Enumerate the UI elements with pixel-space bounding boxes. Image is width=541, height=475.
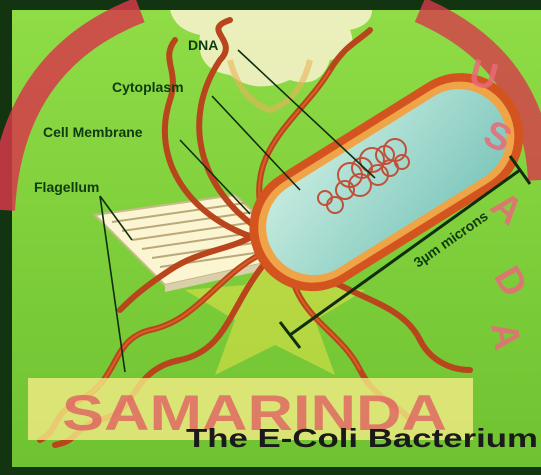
label-flagellum: Flagellum xyxy=(34,179,99,195)
label-cell-membrane: Cell Membrane xyxy=(43,124,143,140)
label-cytoplasm: Cytoplasm xyxy=(112,79,184,95)
diagram-title: The E-Coli Bacterium xyxy=(186,423,538,453)
label-dna: DNA xyxy=(188,37,218,53)
